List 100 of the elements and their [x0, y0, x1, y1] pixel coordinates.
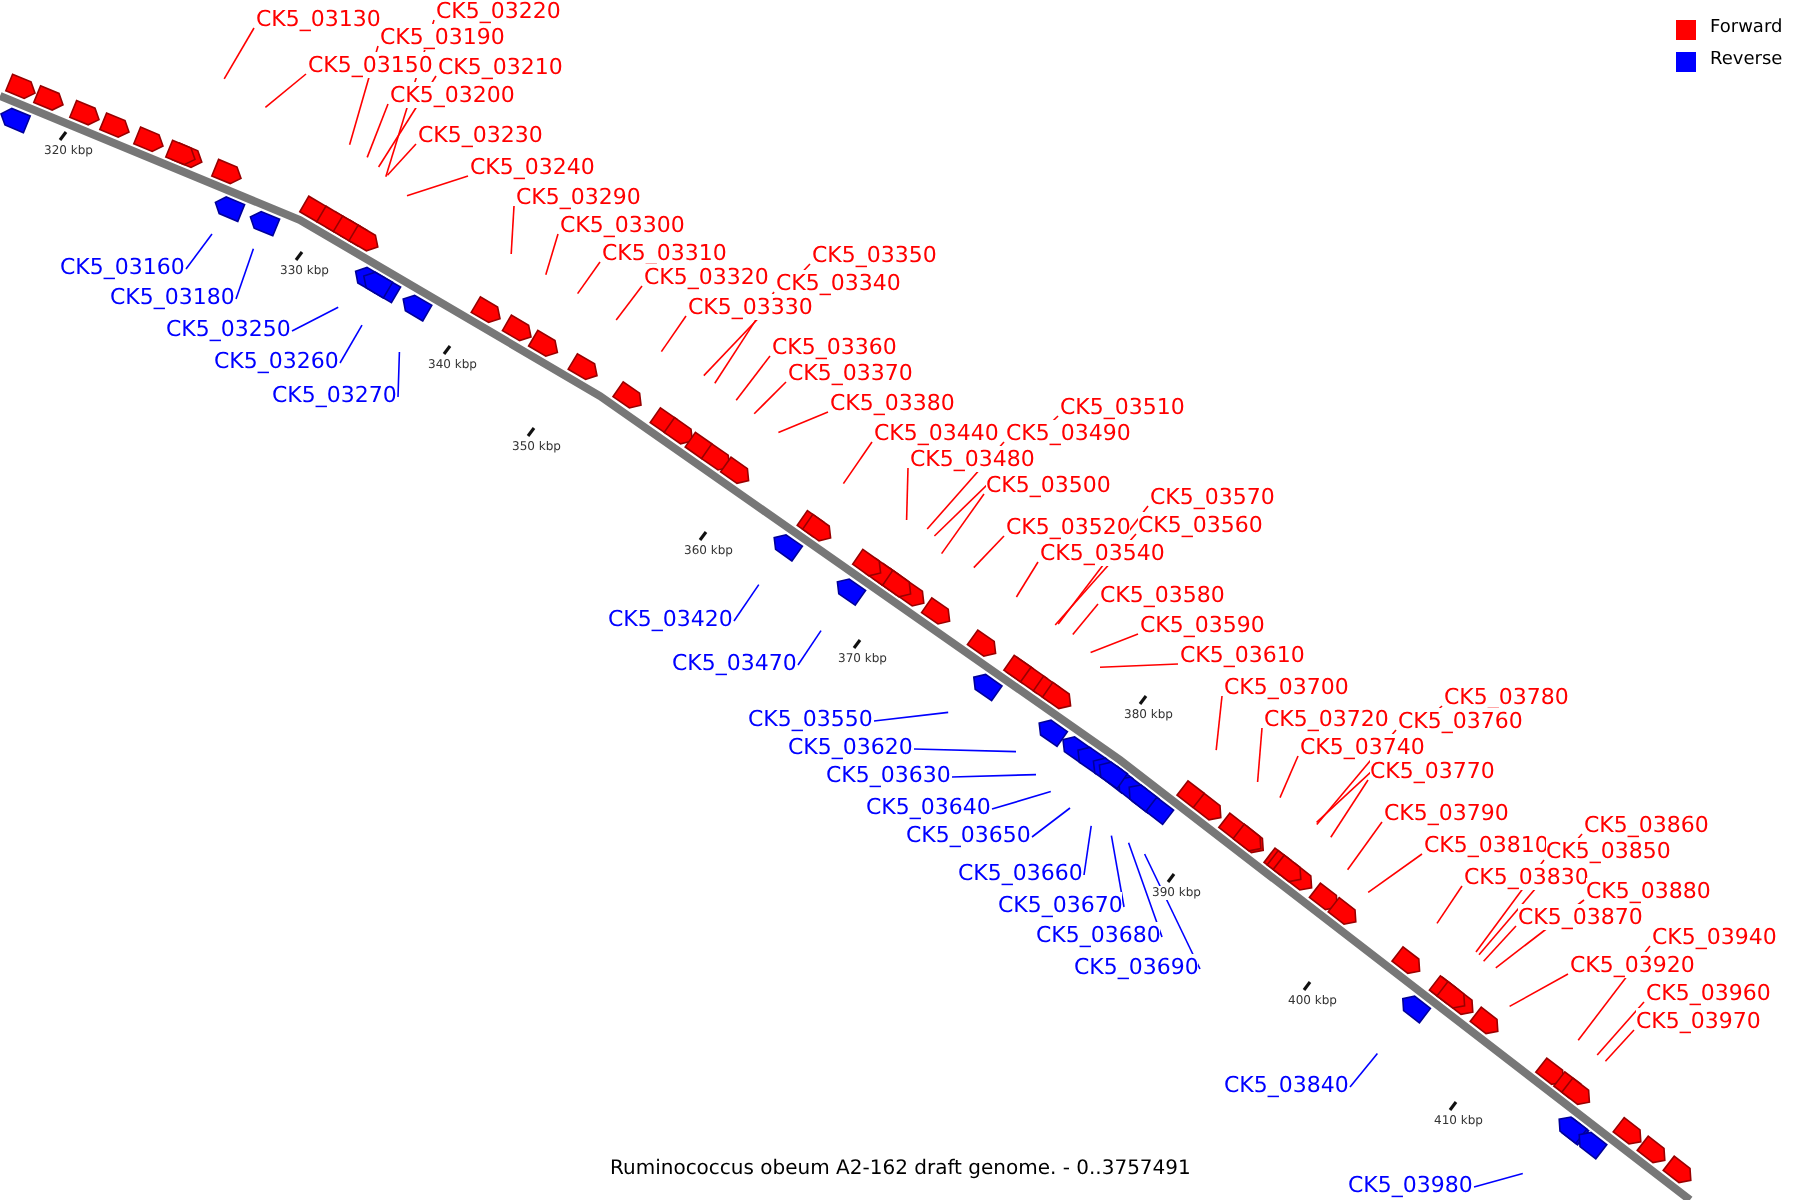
gene-label: CK5_03200 — [390, 82, 515, 108]
leader-line — [733, 583, 760, 622]
gene-label: CK5_03550 — [748, 706, 873, 732]
legend-label: Forward — [1710, 18, 1783, 40]
gene-label: CK5_03560 — [1138, 512, 1263, 538]
gene-label: CK5_03160 — [60, 254, 185, 280]
gene-label: CK5_03330 — [688, 294, 813, 320]
gene-label: CK5_03420 — [608, 606, 733, 632]
gene-label: CK5_03680 — [1036, 922, 1161, 948]
leader-line — [1346, 821, 1383, 871]
leader-line — [1508, 973, 1569, 1008]
gene-label: CK5_03610 — [1180, 642, 1305, 668]
leader-line — [235, 248, 255, 300]
gene-label: CK5_03300 — [560, 212, 685, 238]
gene-label: CK5_03150 — [308, 52, 433, 78]
gene-label: CK5_03490 — [1006, 420, 1131, 446]
leader-line — [1256, 727, 1263, 783]
leader-line — [185, 233, 213, 270]
gene-label: CK5_03960 — [1646, 980, 1771, 1006]
legend-label: Reverse — [1710, 50, 1783, 72]
leader-line — [1436, 885, 1463, 925]
gene-label: CK5_03700 — [1224, 674, 1349, 700]
leader-line — [1215, 695, 1223, 751]
gene-label: CK5_03500 — [986, 472, 1111, 498]
gene-label: CK5_03310 — [602, 240, 727, 266]
gene-label: CK5_03830 — [1464, 864, 1589, 890]
leader-line — [991, 790, 1052, 810]
leader-line — [615, 285, 643, 321]
gene-label: CK5_03190 — [380, 24, 505, 50]
leader-line — [1015, 561, 1039, 598]
gene-label: CK5_03380 — [830, 390, 955, 416]
gene-label: CK5_03620 — [788, 734, 913, 760]
gene-label: CK5_03720 — [1264, 706, 1389, 732]
gene-label: CK5_03940 — [1652, 924, 1777, 950]
leader-line — [1072, 603, 1099, 636]
gene-label: CK5_03570 — [1150, 484, 1275, 510]
leader-line — [1279, 755, 1299, 799]
gene-label: CK5_03630 — [826, 762, 951, 788]
leader-line — [339, 324, 363, 364]
leader-line — [397, 351, 401, 398]
leader-line — [1089, 633, 1139, 654]
gene-label: CK5_03690 — [1074, 954, 1199, 980]
leader-line — [1349, 1052, 1379, 1088]
gene-label: CK5_03220 — [436, 0, 561, 24]
leader-line — [735, 355, 771, 401]
leader-line — [777, 411, 829, 434]
gene-label: CK5_03260 — [214, 348, 339, 374]
leader-line — [873, 711, 949, 722]
gene-label: CK5_03320 — [644, 264, 769, 290]
leader-line — [366, 103, 389, 159]
leader-line — [940, 493, 985, 555]
gene-label: CK5_03840 — [1224, 1072, 1349, 1098]
gene-label: CK5_03850 — [1546, 838, 1671, 864]
gene-label: CK5_03520 — [1006, 514, 1131, 540]
leader-line — [291, 306, 339, 332]
gene-label: CK5_03780 — [1444, 684, 1569, 710]
leader-line — [1127, 842, 1163, 938]
leader-line — [753, 381, 787, 415]
gene-label: CK5_03370 — [788, 360, 913, 386]
gene-label: CK5_03470 — [672, 650, 797, 676]
gene-label: CK5_03240 — [470, 154, 595, 180]
gene-label: CK5_03860 — [1584, 812, 1709, 838]
leader-line — [1604, 1029, 1635, 1062]
leader-line — [1482, 925, 1517, 962]
caption: Ruminococcus obeum A2-162 draft genome. - 0..3757491 — [610, 1158, 1191, 1182]
gene-label: CK5_03790 — [1384, 800, 1509, 826]
gene-label: CK5_03340 — [776, 270, 901, 296]
gene-label: CK5_03650 — [906, 822, 1031, 848]
gene-label: CK5_03250 — [166, 316, 291, 342]
gene-label: CK5_03480 — [910, 446, 1035, 472]
leader-line — [1330, 779, 1369, 838]
gene-label: CK5_03770 — [1370, 758, 1495, 784]
leader-line — [1110, 834, 1125, 908]
leader-line — [951, 773, 1037, 778]
gene-label: CK5_03980 — [1348, 1172, 1473, 1198]
gene-label: CK5_03760 — [1398, 708, 1523, 734]
gene-label: CK5_03880 — [1586, 878, 1711, 904]
leader-line — [1367, 853, 1423, 894]
gene-label: CK5_03640 — [866, 794, 991, 820]
leader-line — [660, 315, 687, 353]
gene-label: CK5_03230 — [418, 122, 543, 148]
leader-line — [842, 441, 873, 485]
leader-line — [913, 748, 1017, 753]
leader-line — [406, 175, 469, 197]
leader-line — [1596, 1001, 1645, 1056]
gene-label: CK5_03180 — [110, 284, 235, 310]
gene-label: CK5_03350 — [812, 242, 937, 268]
gene-label: CK5_03920 — [1570, 952, 1695, 978]
leader-line — [386, 143, 417, 176]
gene-label: CK5_03590 — [1140, 612, 1265, 638]
gene-label: CK5_03810 — [1424, 832, 1549, 858]
gene-label: CK5_03870 — [1518, 904, 1643, 930]
gene-label: CK5_03660 — [958, 860, 1083, 886]
gene-label: CK5_03210 — [438, 54, 563, 80]
gene-label: CK5_03740 — [1300, 734, 1425, 760]
gene-label: CK5_03360 — [772, 334, 897, 360]
leader-line — [905, 467, 909, 521]
leader-line — [1031, 807, 1071, 838]
leader-line — [510, 205, 515, 255]
gene-label: CK5_03510 — [1060, 394, 1185, 420]
